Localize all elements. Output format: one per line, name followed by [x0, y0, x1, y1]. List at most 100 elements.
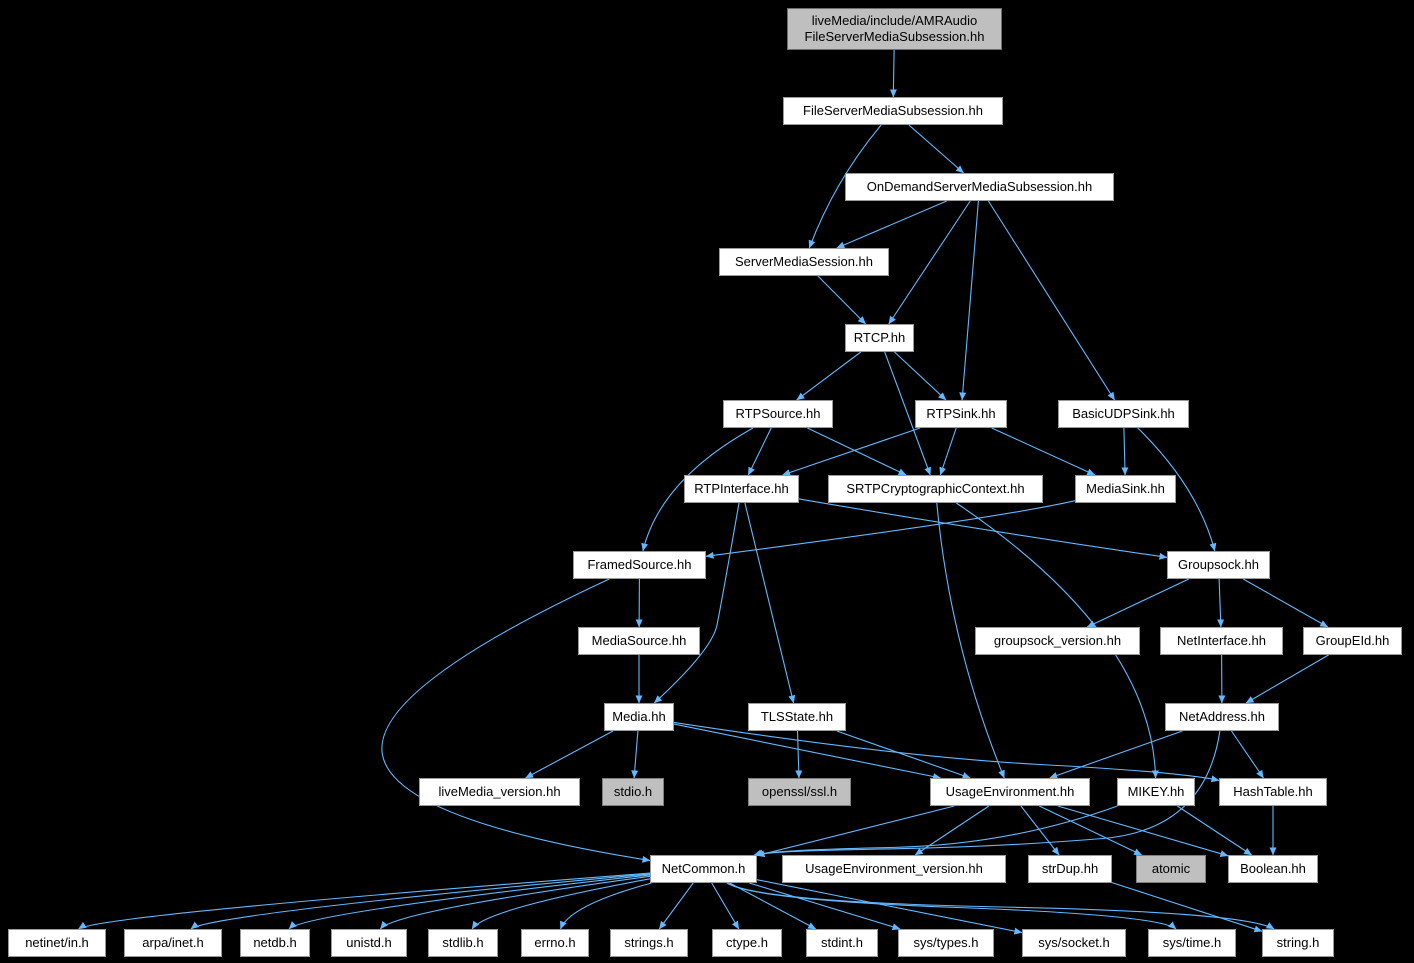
graph-node-rtpsource[interactable]: RTPSource.hh: [723, 400, 833, 428]
include-edge-netaddr-hashtable: [1231, 730, 1264, 779]
include-edge-sms-rtcp: [817, 275, 866, 325]
graph-node-rtcp[interactable]: RTCP.hh: [845, 324, 914, 352]
graph-node-usageenv[interactable]: UsageEnvironment.hh: [930, 778, 1090, 806]
include-edge-usageenv-strdup: [1020, 805, 1060, 856]
include-edge-netcommon-stringh: [727, 882, 1275, 930]
graph-node-systypes: sys/types.h: [898, 929, 994, 957]
include-edge-fsms-sms: [808, 124, 882, 249]
include-edge-mikey-netcommon: [753, 805, 1118, 857]
include-edge-netaddr-netcommon: [754, 730, 1221, 857]
include-edge-netcommon-stdint: [729, 882, 817, 930]
graph-node-gsver[interactable]: groupsock_version.hh: [975, 627, 1140, 655]
include-edge-usageenv-uevver: [914, 805, 990, 856]
graph-node-rtpsink[interactable]: RTPSink.hh: [915, 400, 1007, 428]
include-edge-netcommon-strings: [658, 882, 694, 930]
include-edge-groupsock-groupeid: [1242, 578, 1329, 628]
graph-node-fsms[interactable]: FileServerMediaSubsession.hh: [783, 97, 1003, 125]
include-edge-groupeid-netaddr: [1245, 654, 1329, 704]
graph-node-stdlib: stdlib.h: [428, 929, 498, 957]
include-edge-usageenv-netcommon: [756, 805, 955, 858]
include-edge-netcommon-systypes: [749, 882, 901, 931]
include-edge-tls-openssl: [795, 730, 803, 779]
graph-node-netdb: netdb.h: [240, 929, 310, 957]
include-edge-groupsock-netiface: [1217, 578, 1225, 628]
include-edge-tls-usageenv: [836, 730, 971, 779]
graph-node-strdup[interactable]: strDup.hh: [1028, 855, 1112, 883]
include-edge-netaddr-usageenv: [1049, 730, 1183, 779]
graph-node-hashtable[interactable]: HashTable.hh: [1219, 778, 1327, 806]
graph-node-strings: strings.h: [610, 929, 688, 957]
graph-node-uevver[interactable]: UsageEnvironment_version.hh: [782, 855, 1006, 883]
graph-node-mediasource[interactable]: MediaSource.hh: [578, 627, 700, 655]
include-edge-rtcp-srtp: [884, 351, 931, 476]
include-edge-rtpsink-rtpiface: [782, 427, 921, 476]
include-edge-rtpsource-srtp: [807, 427, 907, 476]
include-edge-rtpsource-rtpiface: [747, 427, 772, 476]
include-edge-fsms-odsms: [908, 124, 964, 174]
include-edge-rtpiface-tls: [744, 502, 796, 704]
graph-node-odsms[interactable]: OnDemandServerMediaSubsession.hh: [845, 173, 1114, 201]
graph-node-amr: liveMedia/include/AMRAudio FileServerMed…: [787, 8, 1002, 50]
graph-node-stringh: string.h: [1262, 929, 1334, 957]
graph-node-netaddr[interactable]: NetAddress.hh: [1165, 703, 1279, 731]
graph-node-netcommon[interactable]: NetCommon.h: [650, 855, 757, 883]
include-edge-strdup-stringh: [1111, 882, 1263, 933]
graph-node-tls[interactable]: TLSState.hh: [748, 703, 846, 731]
include-edge-basicudp-mediasink: [1121, 427, 1129, 476]
include-edge-media-stdio: [631, 730, 639, 779]
graph-node-boolean[interactable]: Boolean.hh: [1228, 855, 1318, 883]
graph-node-groupeid[interactable]: GroupEId.hh: [1303, 627, 1402, 655]
include-edge-rtcp-rtpsink: [894, 351, 947, 401]
graph-node-stdio: stdio.h: [602, 778, 664, 806]
graph-node-unistd: unistd.h: [331, 929, 407, 957]
graph-node-groupsock[interactable]: Groupsock.hh: [1167, 551, 1270, 579]
include-edge-odsms-sms: [836, 200, 947, 249]
include-edge-srtp-usageenv: [936, 502, 1005, 779]
include-edge-netcommon-stdlib: [471, 878, 651, 930]
graph-node-media[interactable]: Media.hh: [604, 703, 674, 731]
graph-node-arpa: arpa/inet.h: [124, 929, 222, 957]
graph-node-errno: errno.h: [521, 929, 589, 957]
graph-node-lmver[interactable]: liveMedia_version.hh: [419, 778, 580, 806]
graph-node-basicudp[interactable]: BasicUDPSink.hh: [1058, 400, 1189, 428]
graph-node-rtpiface[interactable]: RTPInterface.hh: [684, 475, 799, 503]
graph-node-mediasink[interactable]: MediaSink.hh: [1075, 475, 1176, 503]
include-edge-rtpiface-groupsock: [798, 498, 1168, 560]
graph-node-srtp[interactable]: SRTPCryptographicContext.hh: [828, 475, 1043, 503]
graph-node-systime: sys/time.h: [1148, 929, 1236, 957]
include-edge-netcommon-netinet: [78, 872, 651, 930]
include-edge-groupsock-gsver: [1086, 578, 1190, 628]
include-edge-odsms-basicudp: [987, 200, 1116, 401]
graph-node-stdint: stdint.h: [806, 929, 878, 957]
include-edge-usageenv-boolean: [1057, 805, 1229, 858]
graph-node-ctype: ctype.h: [712, 929, 782, 957]
include-edge-framedsource-netcommon: [381, 578, 651, 863]
include-edge-mikey-boolean: [1176, 805, 1253, 856]
include-edge-odsms-rtcp: [888, 200, 971, 325]
include-edge-netcommon-unistd: [379, 875, 651, 930]
include-edge-mediasink-framedsource: [705, 500, 1076, 559]
include-edge-media-usageenv: [673, 723, 942, 780]
include-edge-rtpsink-srtp: [939, 427, 957, 476]
include-edge-netcommon-errno: [559, 882, 652, 930]
include-edge-netcommon-syssocket: [756, 879, 1023, 935]
include-edge-media-hashtable: [673, 721, 1220, 783]
include-edge-media-lmver: [525, 730, 614, 779]
graph-node-netiface[interactable]: NetInterface.hh: [1160, 627, 1283, 655]
include-edge-netcommon-arpa: [190, 873, 651, 930]
include-edge-rtpsink-mediasink: [991, 427, 1096, 476]
include-edge-basicudp-groupsock: [1137, 427, 1217, 552]
include-edge-amr-fsms: [889, 49, 897, 98]
graph-node-framedsource[interactable]: FramedSource.hh: [573, 551, 706, 579]
include-edge-netcommon-netdb: [288, 874, 651, 930]
graph-node-mikey[interactable]: MIKEY.hh: [1117, 778, 1195, 806]
graph-node-openssl: openssl/ssl.h: [748, 778, 851, 806]
graph-node-atomic: atomic: [1136, 855, 1206, 883]
include-edge-usageenv-atomic: [1039, 805, 1143, 856]
graph-node-sms[interactable]: ServerMediaSession.hh: [719, 248, 889, 276]
include-edge-rtcp-rtpsource: [796, 351, 862, 401]
include-edge-odsms-rtpsink: [959, 200, 979, 401]
